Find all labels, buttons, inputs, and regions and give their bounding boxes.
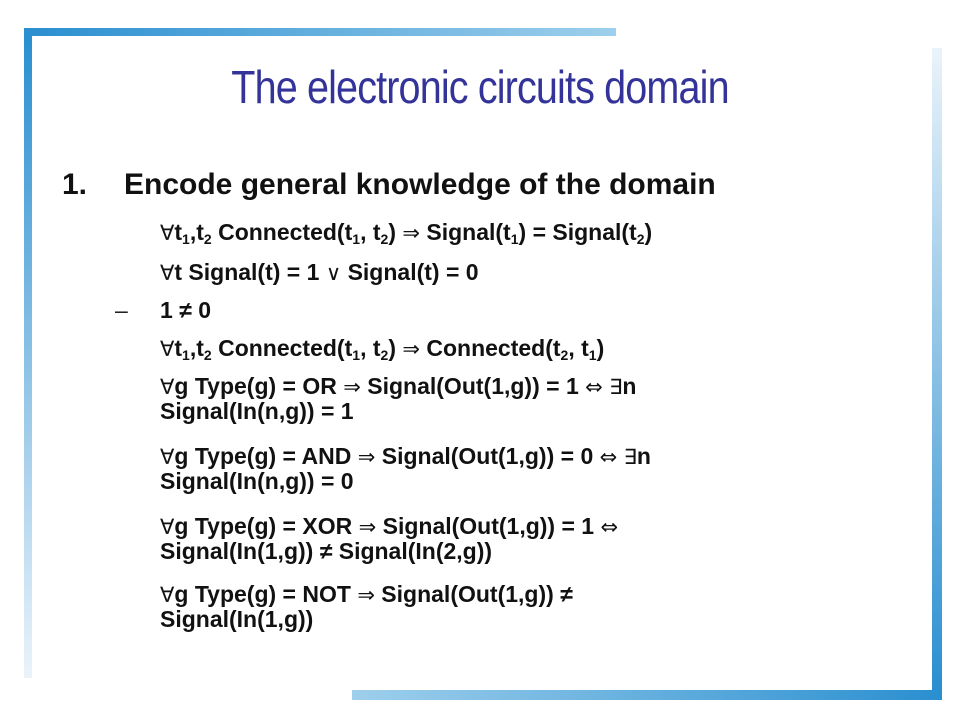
right-accent-bar [932, 48, 942, 690]
dash-marker: – [115, 297, 128, 323]
axiom-text: 1 ≠ 0 [160, 297, 211, 323]
axiom-text: ∀g Type(g) = OR ⇒ Signal(Out(1,g)) = 1 ⇔… [160, 373, 637, 424]
left-accent-bar [24, 36, 32, 678]
heading-number: 1. [62, 168, 88, 201]
heading-text: Encode general knowledge of the domain [124, 168, 716, 201]
section-heading: 1. Encode general knowledge of the domain [62, 168, 716, 202]
slide-title: The electronic circuits domain [231, 61, 729, 113]
axiom-text: ∀t Signal(t) = 1 ∨ Signal(t) = 0 [160, 259, 479, 285]
axiom-text: ∀g Type(g) = NOT ⇒ Signal(Out(1,g)) ≠Sig… [160, 581, 573, 632]
axiom-text: ∀t1,t2 Connected(t1, t2) ⇒ Signal(t1) = … [160, 219, 653, 247]
axiom-text: ∀g Type(g) = XOR ⇒ Signal(Out(1,g)) = 1 … [160, 513, 619, 564]
axiom-text: ∀g Type(g) = AND ⇒ Signal(Out(1,g)) = 0 … [160, 443, 651, 494]
bottom-accent-bar [352, 690, 942, 700]
top-accent-bar [24, 28, 616, 36]
axiom-text: ∀t1,t2 Connected(t1, t2) ⇒ Connected(t2,… [160, 335, 605, 363]
